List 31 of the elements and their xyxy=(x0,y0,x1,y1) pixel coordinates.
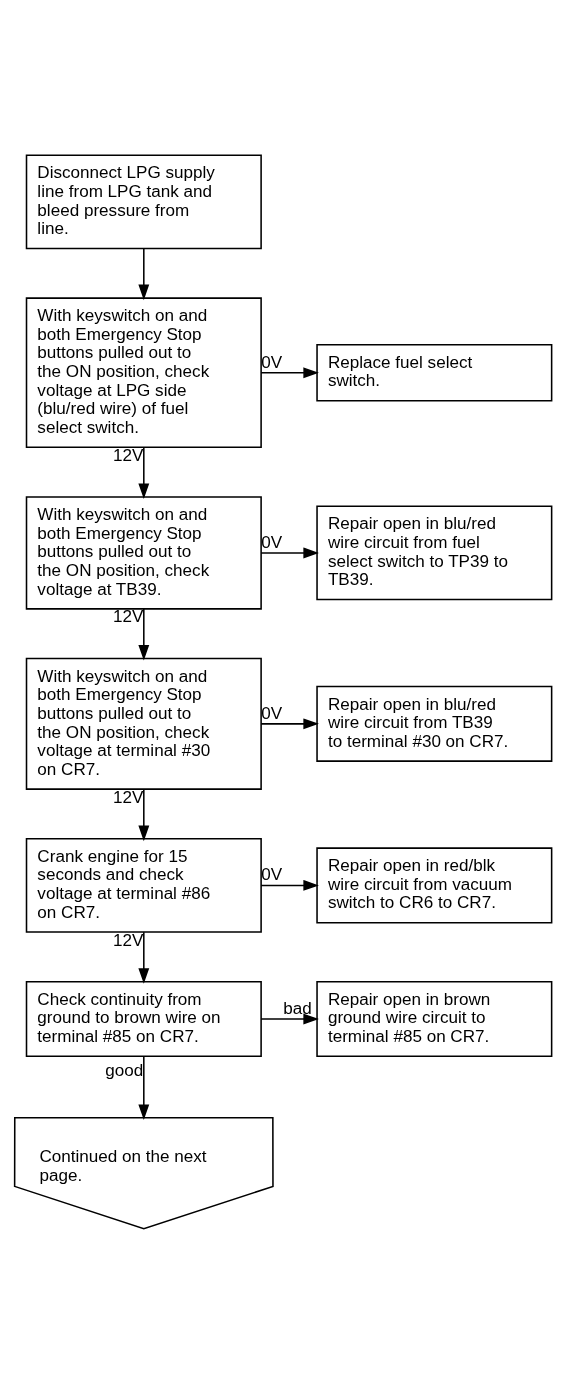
node-box: Crank engine for 15 seconds and check voltage at terminal #86 on CR7. xyxy=(25,838,262,933)
edge-label: 0V xyxy=(261,352,283,372)
node-box: Check continuity from ground to brown wire on terminal #85 on CR7. xyxy=(25,981,262,1058)
arrow xyxy=(138,1055,150,1120)
arrow xyxy=(260,367,319,379)
edge-label: 12V xyxy=(113,930,144,950)
arrow xyxy=(138,788,150,842)
node-box: Repair open in blu/red wire circuit from TB39 to terminal #30 on CR7. xyxy=(316,685,553,762)
arrow xyxy=(138,608,150,661)
node-box: With keyswitch on and both Emergency Stop buttons pulled out to the ON position, check voltage at LPG side (blu/red wire) of fuel select switch. xyxy=(25,297,262,449)
edge-label: 0V xyxy=(261,865,283,885)
node-box: Repair open in blu/red wire circuit from fuel select switch to TP39 to TB39. xyxy=(316,505,553,601)
arrow xyxy=(260,880,319,891)
arrow xyxy=(138,247,150,301)
arrow xyxy=(260,547,319,559)
edge-label: 0V xyxy=(261,703,283,723)
edge-label: bad xyxy=(283,999,312,1019)
node-box: Replace fuel select switch. xyxy=(316,344,553,402)
arrow xyxy=(260,718,319,730)
node-box: Repair open in red/blk wire circuit from vacuum switch to CR6 to CR7. xyxy=(316,847,553,924)
node-box: With keyswitch on and both Emergency Stop buttons pulled out to the ON position, check voltage at TB39. xyxy=(25,496,262,610)
node-box: Repair open in brown ground wire circuit to terminal #85 on CR7. xyxy=(316,981,553,1058)
node-box: Disconnect LPG supply line from LPG tank and bleed pressure from line. xyxy=(25,154,262,250)
edge-label: 12V xyxy=(113,787,144,807)
node-box: With keyswitch on and both Emergency Stop buttons pulled out to the ON position, check voltage at terminal #30 on CR7. xyxy=(25,657,262,790)
arrow xyxy=(138,446,150,500)
edge-label: good xyxy=(105,1060,144,1080)
arrow xyxy=(260,1013,319,1025)
edge-label: 12V xyxy=(113,607,144,627)
edge-label: 0V xyxy=(261,532,283,552)
arrow xyxy=(138,931,150,984)
